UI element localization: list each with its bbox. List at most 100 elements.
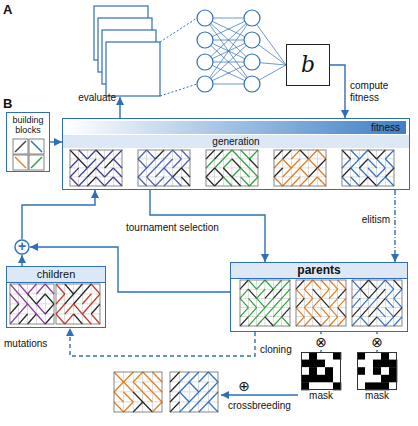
tile-diagonal <box>377 177 386 186</box>
mask-cell <box>317 367 325 375</box>
tile <box>147 177 156 186</box>
edge-label: cloning <box>260 344 310 356</box>
tile-diagonal <box>329 298 337 307</box>
tile-diagonal <box>257 280 265 289</box>
tile <box>241 168 250 177</box>
tile-diagonal <box>36 294 45 304</box>
tile-diagonal <box>31 157 42 168</box>
tile-diagonal <box>28 294 37 304</box>
tile-diagonal <box>133 392 143 402</box>
tile-diagonal <box>164 168 173 177</box>
tile <box>65 294 74 304</box>
tile <box>241 150 250 159</box>
tile-diagonal <box>199 392 209 402</box>
grid-outline <box>342 150 394 186</box>
tile <box>313 308 321 317</box>
tile <box>19 304 28 314</box>
tile <box>56 314 65 324</box>
tile-diagonal <box>155 177 164 186</box>
flow-arrow <box>21 255 22 266</box>
tile-diagonal <box>189 402 199 412</box>
tile <box>215 159 224 168</box>
tile <box>96 177 105 186</box>
tile <box>273 308 281 317</box>
tile-diagonal <box>105 168 114 177</box>
node-text: fitness <box>65 121 406 134</box>
tile <box>394 317 402 326</box>
flow-arrow <box>330 65 345 118</box>
tile-diagonal <box>360 280 368 289</box>
tile <box>87 168 96 177</box>
tile-diagonal <box>377 168 386 177</box>
mask-cell <box>317 360 325 368</box>
tile <box>351 168 360 177</box>
tile <box>199 402 209 412</box>
tile-diagonal <box>377 298 385 307</box>
tile <box>199 382 209 392</box>
tile-diagonal <box>170 382 180 392</box>
tile-diagonal <box>352 289 360 298</box>
tile-diagonal <box>82 314 91 324</box>
tile-diagonal <box>147 159 156 168</box>
grid-outline <box>240 280 290 326</box>
dotted-projection <box>160 84 197 96</box>
tile-diagonal <box>36 284 45 294</box>
tile-diagonal <box>170 402 180 412</box>
tile-diagonal <box>241 177 250 186</box>
tile <box>45 314 54 324</box>
tile-diagonal <box>28 304 37 314</box>
tile <box>10 304 19 314</box>
neuron <box>197 54 213 70</box>
tile <box>232 159 241 168</box>
tile <box>74 314 83 324</box>
tile <box>282 280 290 289</box>
tile-diagonal <box>317 168 326 177</box>
tile <box>265 308 273 317</box>
tile <box>300 150 309 159</box>
node-text: mask <box>297 390 345 402</box>
tile-diagonal <box>223 150 232 159</box>
tile <box>359 177 368 186</box>
tile <box>173 177 182 186</box>
tile-diagonal <box>208 372 218 382</box>
tile-diagonal <box>147 150 156 159</box>
tile <box>338 308 346 317</box>
tile-diagonal <box>351 177 360 186</box>
tile <box>96 159 105 168</box>
tile <box>10 284 19 294</box>
tile <box>368 177 377 186</box>
tile <box>273 317 281 326</box>
mask-cell <box>309 360 317 368</box>
tile <box>394 280 402 289</box>
tile <box>138 168 147 177</box>
tile <box>377 159 386 168</box>
tile <box>208 382 218 392</box>
tile-diagonal <box>19 294 28 304</box>
tile-diagonal <box>164 159 173 168</box>
tile-diagonal <box>173 168 182 177</box>
tile-diagonal <box>138 168 147 177</box>
crossover-mask: mask <box>357 352 397 390</box>
tile-diagonal <box>173 177 182 186</box>
tile-diagonal <box>19 314 28 324</box>
tile <box>181 159 190 168</box>
tile-diagonal <box>257 289 265 298</box>
tile-diagonal <box>155 159 164 168</box>
tile-diagonal <box>273 298 281 307</box>
mask-pattern <box>357 352 397 390</box>
tile <box>359 159 368 168</box>
tile-diagonal <box>394 289 402 298</box>
tile-grid <box>56 284 100 324</box>
tile-diagonal <box>155 150 164 159</box>
tile <box>206 159 215 168</box>
tile-diagonal <box>138 159 147 168</box>
tile <box>155 177 164 186</box>
network-weight <box>205 18 252 84</box>
tile-diagonal <box>342 159 351 168</box>
tile <box>369 298 377 307</box>
tile <box>82 314 91 324</box>
tile <box>377 280 385 289</box>
grid-outline <box>296 280 346 326</box>
tile-diagonal <box>143 392 153 402</box>
tile <box>291 177 300 186</box>
